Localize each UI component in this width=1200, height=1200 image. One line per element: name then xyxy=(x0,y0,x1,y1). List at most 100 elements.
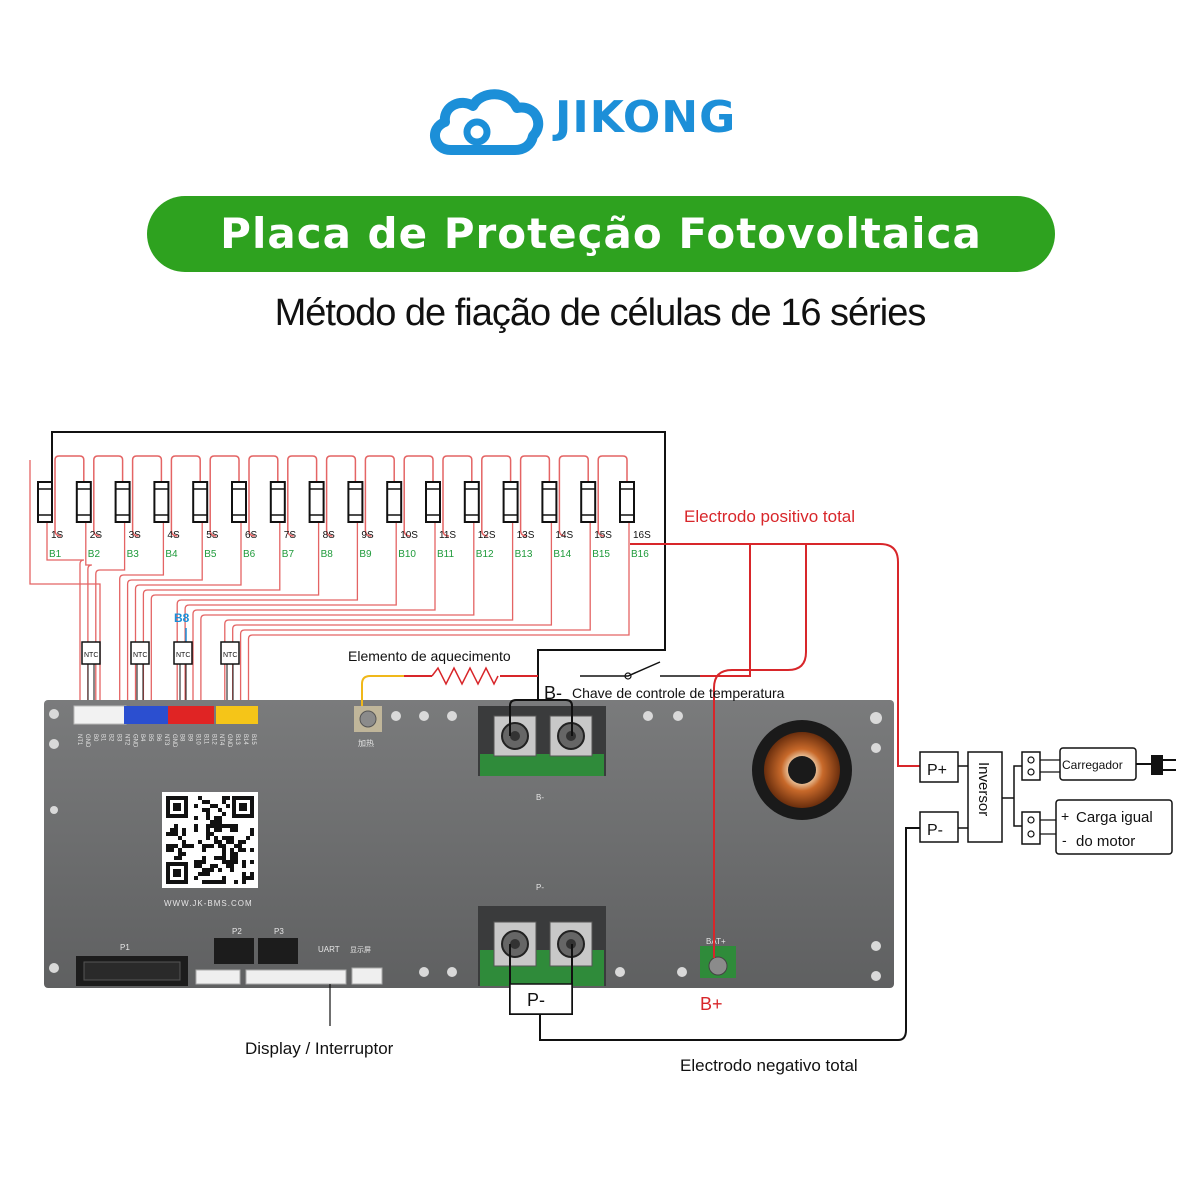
inverter-box xyxy=(967,751,1003,843)
cell-b-label: B16 xyxy=(631,549,649,560)
brand-name: JIKONG xyxy=(555,92,737,143)
p-minus-board-box xyxy=(509,983,573,1015)
p3-silkscreen: P3 xyxy=(274,927,284,936)
ntc-label: NTC xyxy=(133,652,147,659)
switch-to-positive-wire xyxy=(700,544,751,677)
cell-series-label: 3S xyxy=(129,530,142,541)
battery-cell xyxy=(231,481,247,523)
ntc-label: NTC xyxy=(84,652,98,659)
cell-b-label: B13 xyxy=(515,549,533,560)
display-cn-silkscreen: 显示屏 xyxy=(350,946,371,954)
temp-switch-label: Chave de controle de temperatura xyxy=(572,685,785,701)
cell-b-label: B4 xyxy=(165,549,178,560)
cell-b-label: B5 xyxy=(204,549,217,560)
charger-plug-icon xyxy=(1136,755,1176,775)
cell-series-label: 11S xyxy=(439,530,456,541)
load-label-line1: Carga igual xyxy=(1076,809,1153,826)
load-terminal xyxy=(1021,811,1041,845)
p2-silkscreen: P2 xyxy=(232,927,242,936)
pin-label: B14 xyxy=(242,734,248,745)
positive-total-label: Electrodo positivo total xyxy=(684,507,855,526)
page-subtitle: Método de fiação de células de 16 séries xyxy=(274,292,927,334)
pin-label: B2 xyxy=(108,734,114,742)
cell-b-label: B6 xyxy=(243,549,256,560)
pin-label: B6 xyxy=(155,734,161,742)
pin-label: GND xyxy=(171,734,177,748)
bat-plus-silkscreen: BAT+ xyxy=(706,937,726,946)
cell-b-label: B7 xyxy=(282,549,295,560)
battery-cell xyxy=(153,481,170,523)
cell-series-label: 6S xyxy=(245,530,258,541)
p-plus-box xyxy=(919,751,959,783)
page-title: Placa de Proteção Fotovoltaica xyxy=(220,209,982,258)
pin-label: B11 xyxy=(202,734,208,745)
jikong-cloud-logo-icon xyxy=(430,89,544,155)
pin-label: B13 xyxy=(234,734,240,745)
pin-label: B3 xyxy=(116,734,122,742)
bms-board: 加热 B- P- BAT+ WWW.JK-BMS.COM P1 P2 P3 xyxy=(44,700,894,988)
inverter-output-wires xyxy=(1002,765,1024,827)
battery-cell xyxy=(269,481,286,523)
cell-series-label: 14S xyxy=(555,530,573,541)
battery-cell xyxy=(502,481,519,523)
battery-cell xyxy=(75,481,92,523)
inverter-label: Inversor xyxy=(975,762,992,816)
pin-label: GND xyxy=(84,734,90,748)
negative-total-label: Electrodo negativo total xyxy=(680,1056,858,1075)
ntc-sensor xyxy=(81,641,101,665)
p-minus-board-label: P- xyxy=(527,990,545,1010)
cell-series-label: 1S xyxy=(51,530,64,541)
cell-series-label: 10S xyxy=(400,530,418,541)
pin-label: B8 xyxy=(179,734,185,742)
cell-b-label: B15 xyxy=(592,549,610,560)
ntc-label: NTC xyxy=(176,652,190,659)
charger-terminal xyxy=(1021,751,1041,781)
pin-label: B15 xyxy=(250,734,256,745)
battery-cells: 1SB12SB23SB34SB45SB56SB67SB78SB89SB910SB… xyxy=(37,481,651,560)
battery-cell xyxy=(114,481,131,523)
battery-cell xyxy=(347,481,364,523)
p-plus-label: P+ xyxy=(927,762,947,779)
heater-wire-yellow xyxy=(361,675,404,706)
cell-b-label: B1 xyxy=(49,549,62,560)
load-label-line2: do motor xyxy=(1076,833,1135,850)
cell-series-label: 13S xyxy=(517,530,535,541)
cell-series-label: 12S xyxy=(478,530,496,541)
heating-element-resistor-icon xyxy=(431,666,499,686)
cell-b-label: B3 xyxy=(127,549,140,560)
battery-cell xyxy=(425,481,441,523)
cell-series-label: 4S xyxy=(167,530,180,541)
b-minus-silkscreen: B- xyxy=(536,793,544,802)
battery-cell xyxy=(386,481,403,523)
b-minus-link xyxy=(509,699,573,736)
balance-wires xyxy=(29,460,630,706)
pin-label: B10 xyxy=(195,734,201,745)
heat-terminal-label: 加热 xyxy=(358,738,374,748)
battery-cell xyxy=(37,481,53,523)
cell-series-label: 9S xyxy=(361,530,374,541)
battery-cell xyxy=(541,481,558,523)
positive-total-wire xyxy=(630,543,922,767)
battery-cell xyxy=(619,481,635,523)
b-minus-label: B- xyxy=(544,683,562,703)
cell-series-label: 2S xyxy=(90,530,103,541)
b8-tag: B8 xyxy=(174,611,190,625)
p-minus-silkscreen: P- xyxy=(536,883,544,892)
ntc-sensor xyxy=(173,641,193,665)
cell-series-links xyxy=(54,455,628,537)
battery-cell xyxy=(463,481,480,523)
ntc-sensor xyxy=(220,641,240,665)
pin-label: NT1 xyxy=(76,734,82,746)
display-switch-label: Display / Interruptor xyxy=(245,1039,394,1058)
title-banner: Placa de Proteção Fotovoltaica xyxy=(147,196,1055,272)
pin-label: GND xyxy=(226,734,232,748)
load-minus: - xyxy=(1062,832,1067,848)
uart-silkscreen: UART xyxy=(318,945,340,954)
load-plus: + xyxy=(1061,808,1069,824)
positive-to-batplus-wire xyxy=(713,544,807,958)
ntc-sensor xyxy=(130,641,150,665)
cell-b-label: B11 xyxy=(437,549,454,560)
